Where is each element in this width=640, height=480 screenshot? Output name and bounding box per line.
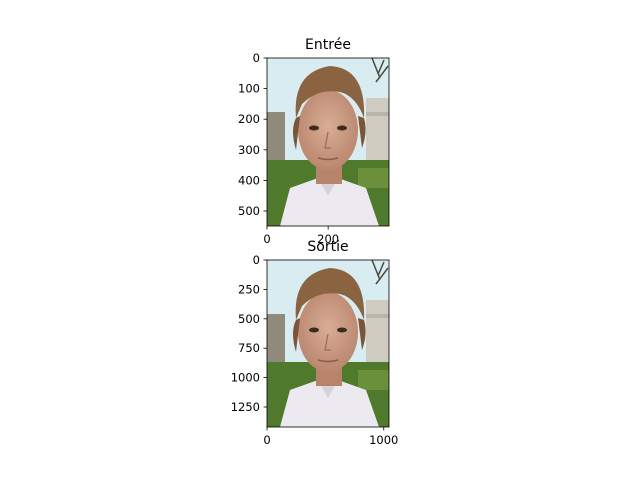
subplot-output-title: Sortie: [307, 239, 348, 255]
input-ytick-label: 100: [238, 82, 260, 96]
input-ytick-label: 300: [238, 143, 260, 157]
subplot-input: Entrée: [238, 37, 390, 246]
subplot-input-title: Entrée: [305, 37, 351, 53]
input-xtick-label: 0: [263, 232, 270, 246]
output-photo: [267, 260, 389, 427]
output-ytick-label: 750: [238, 341, 260, 355]
input-axes: 0 200 0 100 200 300 400 500: [238, 51, 339, 246]
input-ytick-label: 500: [238, 204, 260, 218]
output-ytick-label: 1250: [231, 400, 260, 414]
input-ytick-label: 400: [238, 173, 260, 187]
output-ytick-label: 1000: [231, 371, 260, 385]
output-xtick-label: 1000: [369, 433, 398, 447]
input-ytick-label: 0: [253, 51, 260, 65]
input-ytick-label: 200: [238, 112, 260, 126]
output-ytick-label: 250: [238, 282, 260, 296]
input-photo: [267, 58, 389, 226]
output-axes: 0 1000 0 250 500 750 1000 1250: [231, 253, 399, 447]
output-ytick-label: 0: [253, 253, 260, 267]
subplot-output: 0 1000 0 250 500 750 1000 1250 Sortie: [231, 239, 399, 447]
output-ytick-label: 500: [238, 312, 260, 326]
output-xtick-label: 0: [263, 433, 270, 447]
input-xtick-label: 200: [317, 232, 339, 246]
